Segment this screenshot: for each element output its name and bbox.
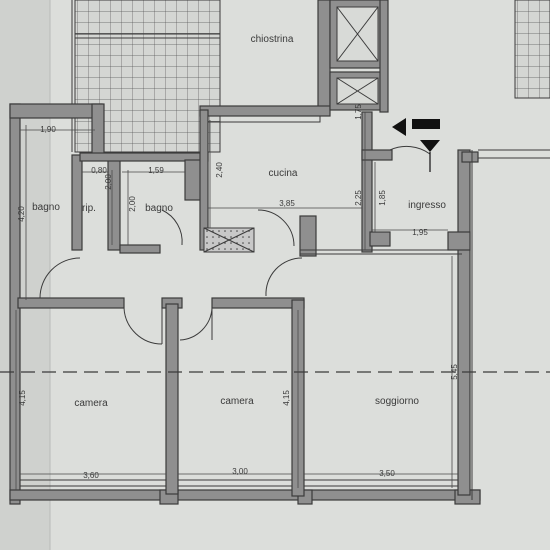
door-swing-camera-left [123,307,163,345]
camera-divider-wall [165,303,179,495]
paper-fold [0,0,50,550]
dim-bagno2-height: 2,00 [128,196,137,212]
cucina-ingresso-wall [361,111,373,253]
corridor-wall-mid [211,297,305,309]
cucina-right-stub [299,215,317,257]
label-bagno-large: bagno [32,202,60,213]
label-bagno-small: bagno [145,203,173,214]
label-ingresso: ingresso [408,200,446,211]
label-cucina: cucina [269,168,298,179]
bagno-divider-wall [71,154,83,251]
dim-cucina-width: 3,85 [279,199,295,208]
chiostrina-wall [317,0,331,109]
label-camera-mid: camera [220,396,254,407]
label-rip: rip. [82,203,96,214]
outer-wall-top-left [9,103,103,119]
dim-bagno-width: 1,90 [40,125,56,134]
balcony-grid-right [514,0,550,99]
corridor-wall-left [17,297,125,309]
dim-ingresso-height: 1,85 [378,190,387,206]
dim-top-right-height: 1,75 [354,104,363,120]
entrance-triangle-icon [420,140,440,152]
dim-camera-left-width: 3,60 [83,471,99,480]
outer-wall-bottom [9,489,481,501]
dim-soggiorno-width: 3,50 [379,469,395,478]
door-swing-camera-mid [179,307,213,341]
outer-wall-right [457,149,471,496]
dim-rip-height: 2,00 [104,174,113,190]
door-swing-bagno [39,257,81,299]
label-soggiorno: soggiorno [375,396,419,407]
dim-rip-width: 0,80 [91,166,107,175]
label-chiostrina: chiostrina [251,34,294,45]
dim-cucina-height: 2,40 [215,162,224,178]
dim-camera-mid-width: 3,00 [232,467,248,476]
dim-cucina-right-height: 2,25 [354,190,363,206]
label-camera-left: camera [74,398,108,409]
dim-bagno2-width: 1,59 [148,166,164,175]
entrance-arrow-icon [392,118,440,136]
dim-soggiorno-height: 5,45 [450,364,459,380]
dim-bagno-height: 4,20 [17,206,26,222]
cucina-top-wall [199,105,331,117]
dim-camera-left-height: 4,15 [18,390,27,406]
dim-ingresso-width: 1,95 [412,228,428,237]
dim-camera-mid-height: 4,15 [282,390,291,406]
